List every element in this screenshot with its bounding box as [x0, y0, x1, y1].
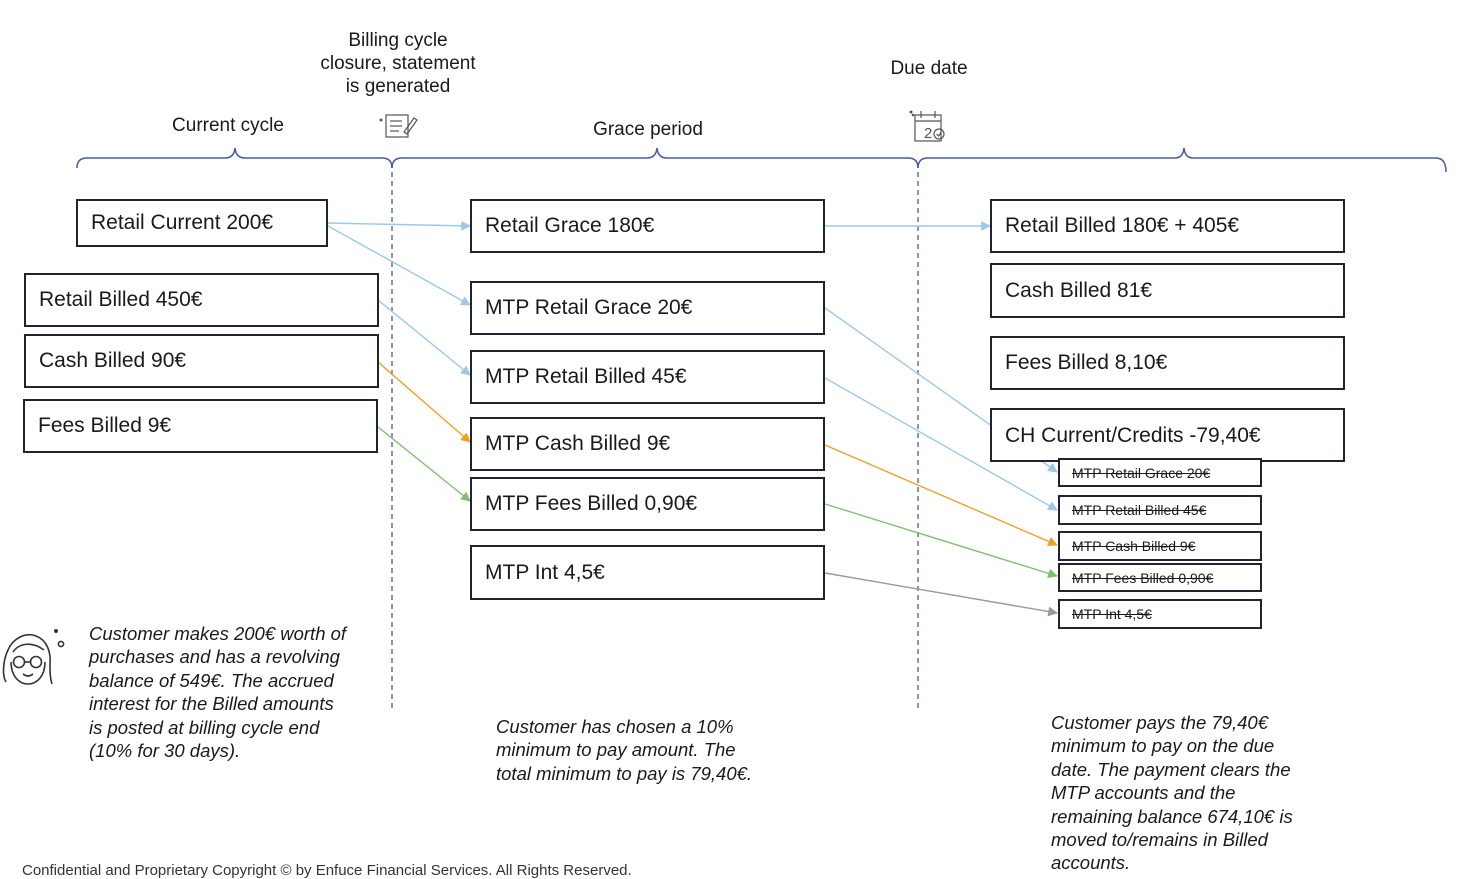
billing-closure-line-2: closure, statement — [320, 53, 476, 74]
box-retail-current: Retail Current 200€ — [76, 199, 328, 247]
bracket-current-cycle — [76, 147, 393, 169]
box-mtp-int: MTP Int 4,5€ — [470, 545, 825, 600]
bracket-grace-period — [391, 147, 919, 169]
statement-icon — [379, 114, 418, 138]
cleared-mtp-cash-billed-text: MTP Cash Billed 9€ — [1072, 538, 1196, 554]
cleared-mtp-retail-grace-text: MTP Retail Grace 20€ — [1072, 464, 1211, 481]
billing-closure-line-1: Billing cycle — [348, 30, 448, 51]
box-retail-billed-new: Retail Billed 180€ + 405€ — [990, 199, 1345, 253]
note-grace-period: Customer has chosen a 10% minimum to pay… — [496, 716, 753, 784]
cleared-mtp-retail-grace: MTP Retail Grace 20€ — [1058, 458, 1262, 487]
cleared-mtp-fees-billed-text: MTP Fees Billed 0,90€ — [1072, 569, 1214, 586]
box-mtp-cash-billed: MTP Cash Billed 9€ — [470, 417, 825, 471]
arrow-retail-current-to-grace — [327, 220, 471, 231]
box-cash-billed-new: Cash Billed 81€ — [990, 263, 1345, 318]
arrow-retail-current-to-mtp-grace — [327, 225, 471, 306]
calendar-icon — [909, 110, 945, 142]
svg-text:2: 2 — [924, 125, 932, 142]
box-cash-billed: Cash Billed 90€ — [24, 334, 379, 388]
arrow-mtp-cash-to-cleared — [824, 444, 1058, 547]
arrow-mtp-int-to-cleared — [824, 572, 1058, 617]
cleared-mtp-cash-billed: MTP Cash Billed 9€ — [1058, 531, 1262, 561]
billing-closure-line-3: is generated — [345, 76, 451, 97]
box-mtp-fees-billed: MTP Fees Billed 0,90€ — [470, 477, 825, 531]
box-retail-billed: Retail Billed 450€ — [24, 273, 379, 327]
box-retail-grace: Retail Grace 180€ — [470, 199, 825, 253]
phase-label-grace-period: Grace period — [593, 119, 703, 140]
cleared-mtp-int-text: MTP Int 4,5€ — [1072, 606, 1152, 622]
cleared-mtp-fees-billed: MTP Fees Billed 0,90€ — [1058, 563, 1262, 592]
box-fees-billed: Fees Billed 9€ — [23, 399, 378, 453]
phase-label-current-cycle: Current cycle — [172, 115, 284, 136]
box-fees-billed-new: Fees Billed 8,10€ — [990, 336, 1345, 390]
box-ch-current-credits: CH Current/Credits -79,40€ — [990, 408, 1345, 462]
arrow-mtp-fees-to-cleared — [824, 503, 1058, 579]
footer-copyright: Confidential and Proprietary Copyright ©… — [22, 862, 632, 879]
arrow-cash-billed-to-mtp-cash — [377, 361, 471, 443]
cleared-mtp-retail-billed-text: MTP Retail Billed 45€ — [1072, 502, 1207, 518]
arrow-fees-billed-to-mtp-fees — [377, 426, 471, 502]
note-current-cycle: Customer makes 200€ worth of purchases a… — [89, 623, 347, 762]
note-due-date: Customer pays the 79,40€ minimum to pay … — [1051, 712, 1293, 874]
customer-avatar-icon — [2, 628, 65, 685]
cleared-mtp-int: MTP Int 4,5€ — [1058, 599, 1262, 629]
arrow-retail-billed-to-mtp-billed — [377, 299, 471, 376]
phase-label-due-date: Due date — [890, 58, 968, 79]
cleared-mtp-retail-billed: MTP Retail Billed 45€ — [1058, 495, 1262, 525]
phase-label-billing-closure: Billing cycle closure, statement is gene… — [298, 29, 498, 98]
box-mtp-retail-billed: MTP Retail Billed 45€ — [470, 350, 825, 404]
bracket-after-due — [917, 147, 1447, 173]
arrow-mtp-billed-to-cleared — [824, 377, 1058, 511]
box-mtp-retail-grace: MTP Retail Grace 20€ — [470, 281, 825, 335]
